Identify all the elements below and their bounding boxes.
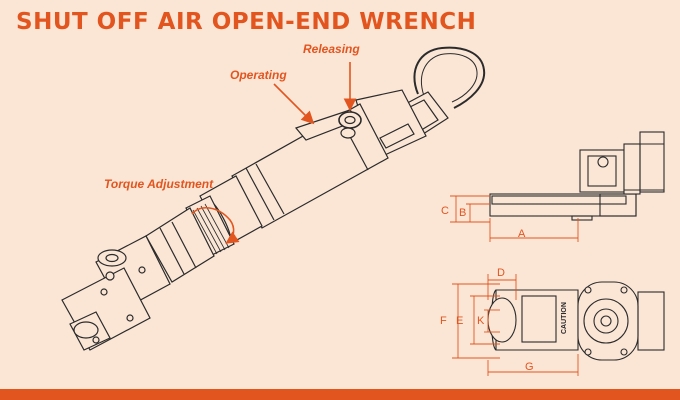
front-barrel <box>145 207 215 283</box>
callout-torque-adjustment: Torque Adjustment <box>104 177 214 191</box>
dim-label-c: C <box>441 205 449 217</box>
dim-label-g: G <box>525 361 534 373</box>
wrench-main <box>61 46 486 351</box>
dim-label-d: D <box>497 267 505 279</box>
callout-releasing: Releasing <box>303 42 360 56</box>
caution-label: CAUTION <box>561 302 568 334</box>
footer-bar <box>0 389 680 400</box>
page-title: SHUT OFF AIR OPEN-END WRENCH <box>16 9 477 35</box>
dim-label-k: K <box>477 315 485 327</box>
callout-operating: Operating <box>230 68 287 82</box>
dim-label-a: A <box>518 228 526 240</box>
arrow-torque <box>191 207 240 244</box>
dim-label-f: F <box>440 315 447 327</box>
motor-housing <box>231 103 389 229</box>
top-view <box>487 281 665 361</box>
side-view <box>489 131 665 221</box>
dim-label-e: E <box>456 315 463 327</box>
air-hose <box>413 46 486 109</box>
arrow-operating <box>273 83 315 125</box>
dim-label-b: B <box>459 207 466 219</box>
